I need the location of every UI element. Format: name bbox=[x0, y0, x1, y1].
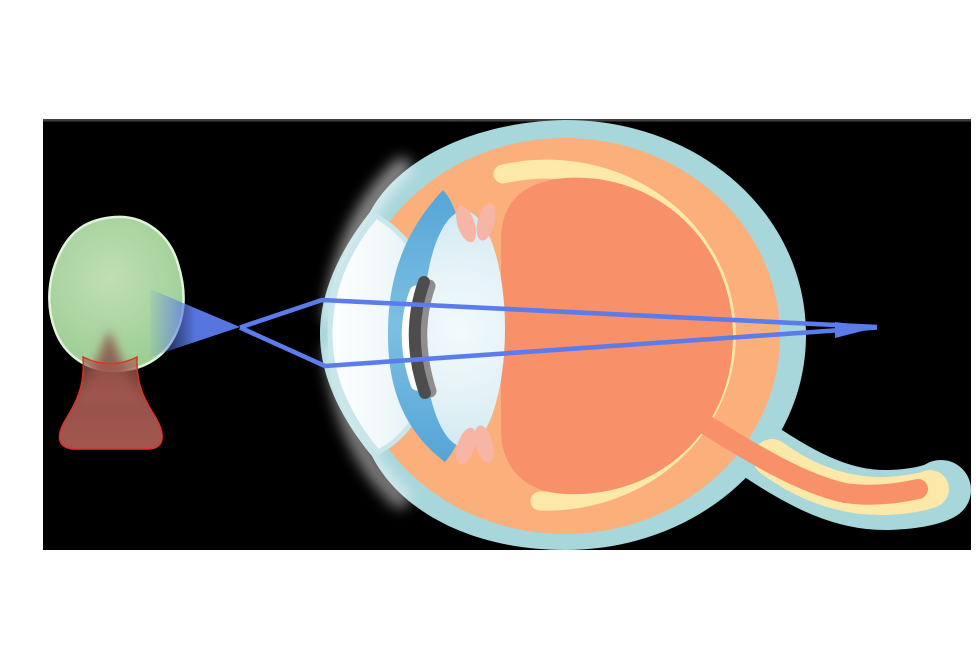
optic-nerve-core bbox=[680, 405, 928, 505]
light-path bbox=[150, 289, 878, 369]
light-cone bbox=[150, 289, 240, 357]
scene-canvas-top-border bbox=[43, 119, 971, 122]
ciliary-process bbox=[456, 427, 476, 465]
tree-trunk bbox=[58, 355, 163, 450]
pupil-rim-dark bbox=[408, 276, 431, 399]
ciliary-body-top bbox=[456, 203, 496, 243]
ciliary-body-bottom bbox=[456, 425, 494, 465]
focal-point bbox=[835, 322, 877, 338]
light-ray-lower bbox=[239, 325, 878, 369]
lens bbox=[423, 211, 505, 447]
ciliary-process bbox=[456, 205, 476, 243]
ciliary-process bbox=[476, 203, 496, 241]
vitreous-body bbox=[501, 177, 733, 495]
light-ray-upper bbox=[239, 297, 878, 330]
ciliary-process bbox=[474, 425, 494, 463]
eye bbox=[320, 120, 971, 550]
